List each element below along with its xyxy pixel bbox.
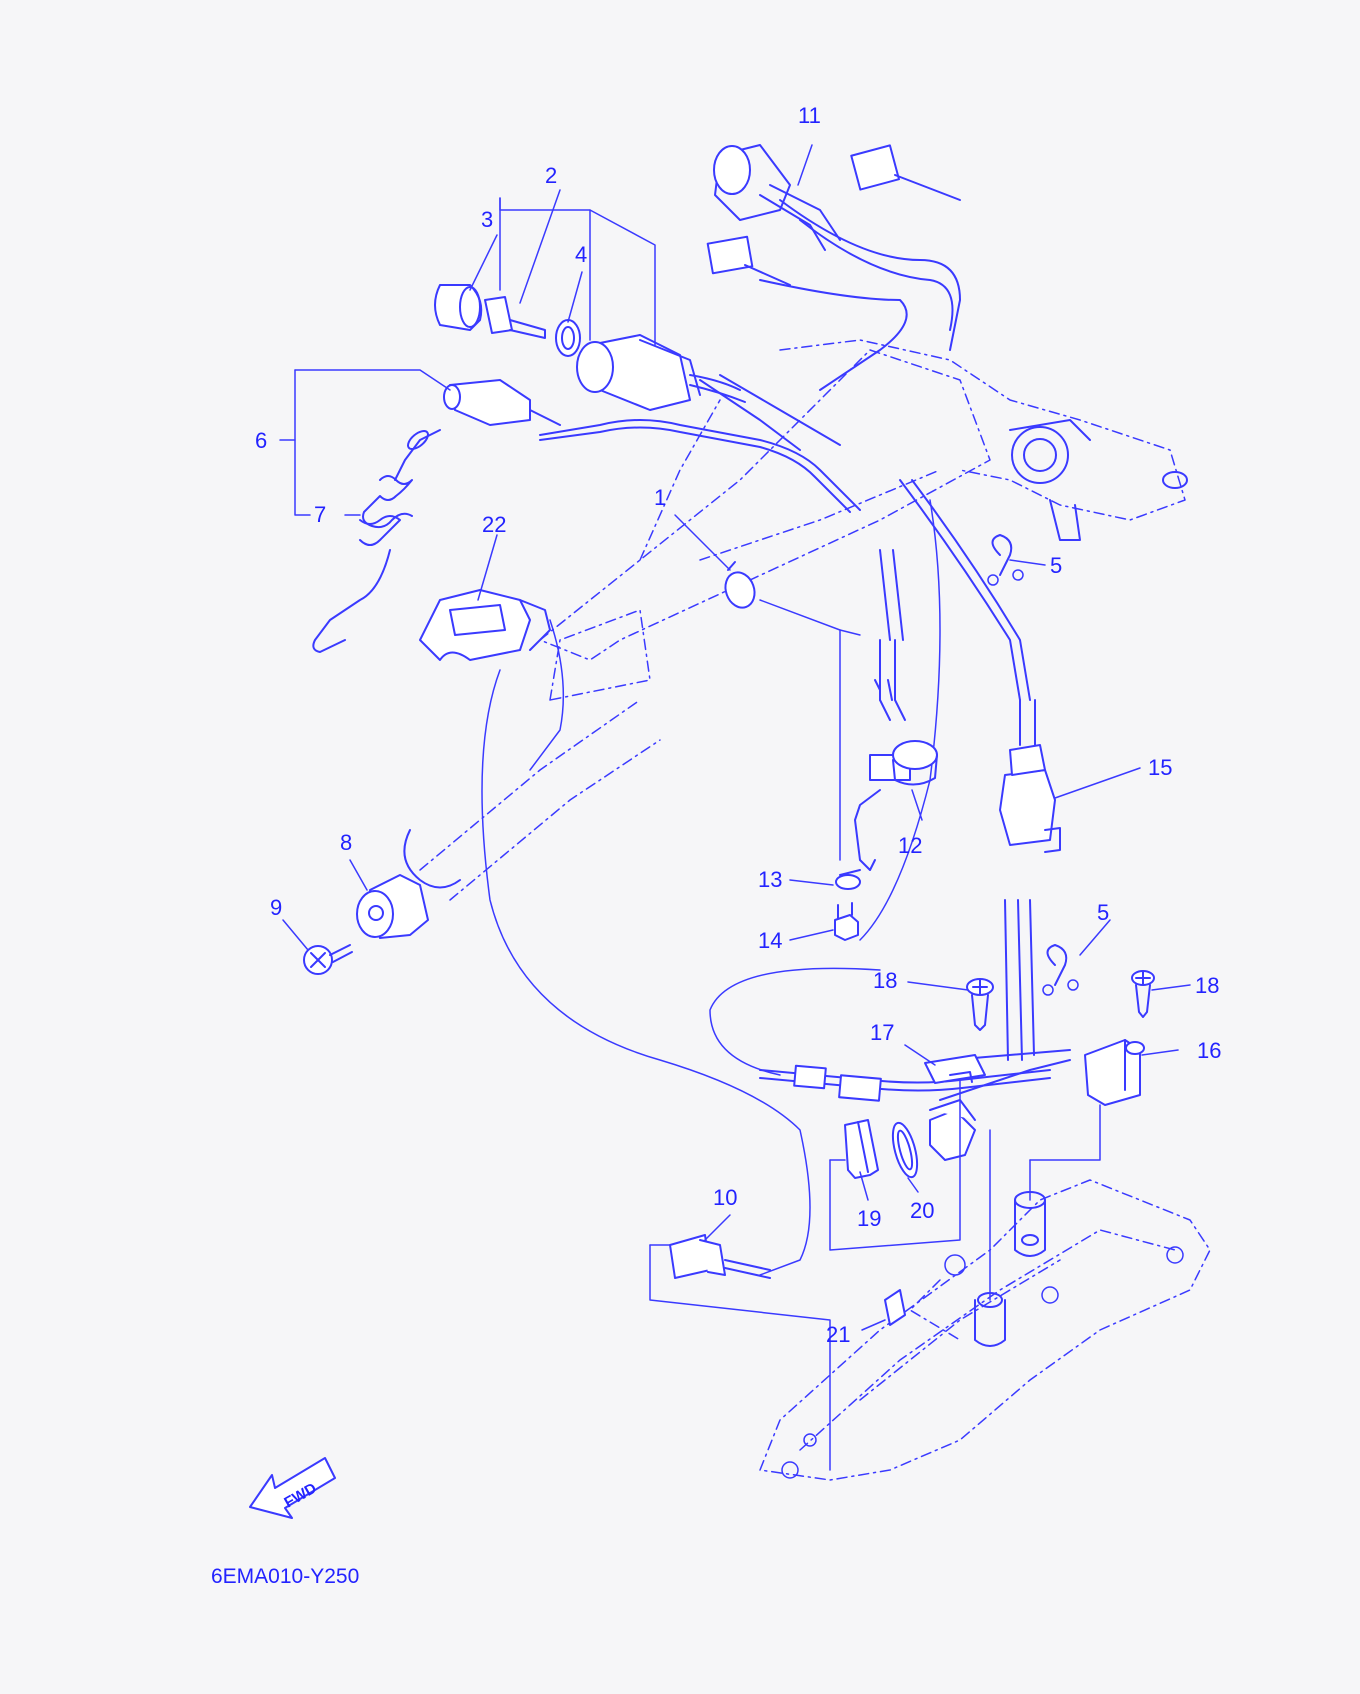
callout-8: 8	[340, 830, 352, 855]
callout-3: 3	[481, 207, 493, 232]
callout-22: 22	[482, 512, 506, 537]
callout-labels: 1 2 3 4 5 5 6 7 8 9 10 11 12 13 14 15 16…	[255, 103, 1221, 1347]
callout-6: 6	[255, 428, 267, 453]
part-1-clamp	[724, 561, 756, 609]
callout-5-mid: 5	[1097, 900, 1109, 925]
part-3-cap	[434, 284, 483, 331]
leader-lines	[279, 144, 1191, 1471]
part-7-lanyard	[312, 429, 441, 653]
part-10-connector	[669, 1234, 771, 1279]
part-8-end-cap	[356, 874, 429, 939]
main-harness-wiring	[539, 199, 1071, 1101]
callout-21: 21	[826, 1322, 850, 1347]
part-22-grip-cover	[419, 589, 551, 661]
part-5-clip-mid	[1042, 944, 1079, 996]
part-11-switch-leads	[706, 144, 961, 286]
part-16-module	[1084, 1039, 1145, 1106]
long-harness-loop	[481, 499, 941, 1276]
callout-10: 10	[713, 1185, 737, 1210]
callout-19: 19	[857, 1206, 881, 1231]
part-5-clip-top	[987, 534, 1024, 586]
callout-15: 15	[1148, 755, 1172, 780]
part-13-ground-bracket	[835, 789, 881, 890]
callout-14: 14	[758, 928, 782, 953]
part-2-key	[484, 296, 546, 339]
part-18-screw-right	[1131, 970, 1155, 1018]
part-6-stop-switch	[443, 379, 561, 426]
callout-5-top: 5	[1050, 553, 1062, 578]
part-18-screw-left	[966, 978, 994, 1031]
callout-12: 12	[898, 833, 922, 858]
callout-18-left: 18	[873, 968, 897, 993]
diagram-code: 6EMA010-Y250	[211, 1565, 359, 1588]
tiller-arm-outline	[403, 349, 991, 901]
callout-1: 1	[654, 485, 666, 510]
callout-7: 7	[314, 502, 326, 527]
part-21-label	[884, 1289, 906, 1326]
part-4-washer	[555, 319, 581, 357]
callout-17: 17	[870, 1020, 894, 1045]
part-14-bolt	[834, 902, 859, 941]
fwd-arrow-icon: FWD	[249, 1457, 336, 1519]
part-15-connector	[999, 699, 1061, 853]
part-9-screw	[303, 944, 353, 975]
part-20-ring	[891, 1121, 919, 1179]
callout-2: 2	[545, 163, 557, 188]
callout-4: 4	[575, 242, 587, 267]
callout-20: 20	[910, 1198, 934, 1223]
callout-18-right: 18	[1195, 973, 1219, 998]
steering-bracket	[779, 339, 1188, 541]
part-12-relay	[869, 639, 938, 786]
callout-13: 13	[758, 867, 782, 892]
part-17-bracket	[924, 1054, 986, 1084]
bottom-cowling	[759, 1179, 1211, 1481]
lower-harness-connectors	[793, 1064, 976, 1161]
callout-9: 9	[270, 895, 282, 920]
callout-16: 16	[1197, 1038, 1221, 1063]
part-19-grommet	[844, 1119, 879, 1179]
main-switch-assembly	[576, 334, 746, 411]
callout-11: 11	[798, 103, 821, 128]
